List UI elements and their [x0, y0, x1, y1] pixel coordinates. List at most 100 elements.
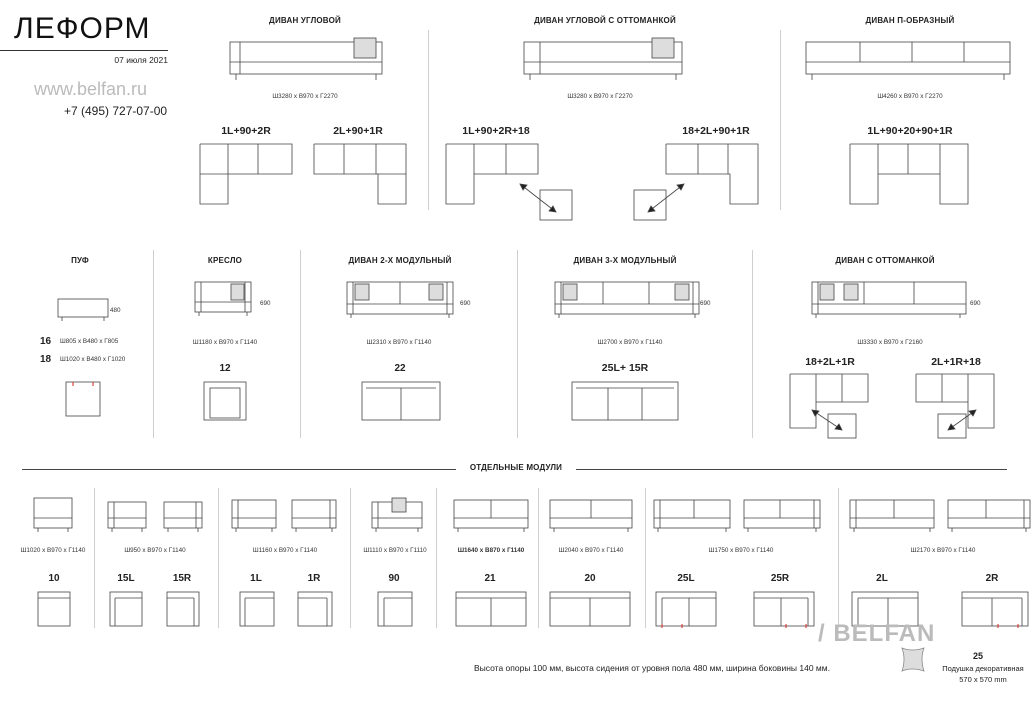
ottoman-sofa-dims: Ш3330 х В970 х Г2160 — [857, 339, 923, 346]
module-25L-plan — [655, 591, 717, 628]
sofa2-height: 690 — [460, 300, 471, 307]
cushion-label: Подушка декоративная — [942, 664, 1024, 673]
brand-date: 07 июля 2021 — [114, 55, 168, 65]
module-90-front — [371, 497, 423, 532]
module-21-plan — [455, 591, 527, 627]
module-2L-num: 2L — [876, 573, 888, 584]
module-25R-front — [743, 499, 821, 532]
ottoman-plan-2 — [915, 373, 995, 439]
corner-sofa-dims: Ш3280 х В970 х Г2270 — [272, 93, 338, 100]
module-10-front — [33, 497, 73, 532]
corner-sofa-front — [229, 37, 383, 80]
u-sofa-dims: Ш4260 х В970 х Г2270 — [877, 93, 943, 100]
config-2L-90-1R: 2L+90+1R — [333, 125, 383, 137]
cushion-num: 25 — [972, 651, 983, 661]
config-1L-90-2R-18: 1L+90+2R+18 — [462, 125, 530, 137]
brand-title: ЛЕФОРМ — [14, 12, 151, 45]
plan-ottoman-1 — [445, 143, 573, 221]
module-1-dims: Ш1160 х В970 х Г1140 — [252, 547, 318, 554]
divider — [94, 488, 95, 628]
corner-ottoman-front — [523, 37, 683, 80]
module-25L-front — [653, 499, 731, 532]
module-2R-plan — [961, 591, 1029, 628]
module-2L-plan — [851, 591, 919, 627]
sofa3-front — [554, 281, 700, 318]
module-1R-num: 1R — [307, 573, 321, 584]
module-25R-num: 25R — [770, 573, 790, 584]
config-1L-90-20-90-1R: 1L+90+20+90+1R — [867, 125, 953, 137]
module-2R-num: 2R — [985, 573, 999, 584]
brand-divider — [0, 50, 168, 51]
module-20-plan — [549, 591, 631, 627]
puf-16-num: 16 — [40, 336, 52, 347]
module-1L-plan — [239, 591, 275, 627]
puf-height: 480 — [110, 307, 121, 314]
module-20-num: 20 — [584, 573, 596, 584]
config-2L-1R-18: 2L+1R+18 — [931, 356, 981, 368]
config-18-2L-90-1R: 18+2L+90+1R — [682, 125, 750, 137]
divider — [350, 488, 351, 628]
plan-u-sofa — [849, 143, 969, 205]
puf-title: ПУФ — [71, 256, 89, 265]
module-15L-front — [107, 501, 147, 532]
config-1L-90-2R: 1L+90+2R — [221, 125, 271, 137]
sofa3-dims: Ш2700 х В970 х Г1140 — [597, 339, 663, 346]
module-90-plan — [377, 591, 413, 627]
divider — [436, 488, 437, 628]
module-21-dims: Ш1640 х В870 х Г1140 — [457, 547, 525, 554]
module-25R-plan — [753, 591, 815, 628]
module-90-dims: Ш1110 х В970 х Г1110 — [363, 547, 427, 554]
puf-18-dims: Ш1020 х В480 х Г1020 — [60, 356, 126, 363]
armchair-num: 12 — [219, 363, 231, 374]
armchair-front — [194, 281, 252, 316]
module-90-num: 90 — [388, 573, 400, 584]
module-15R-plan — [166, 591, 200, 627]
armchair-plan — [203, 381, 247, 421]
cushion-icon — [901, 647, 925, 672]
puf-front — [57, 298, 109, 321]
module-15L-num: 15L — [117, 573, 135, 584]
module-15L-plan — [109, 591, 143, 627]
sofa2-plan — [361, 381, 441, 421]
module-2R-front — [947, 499, 1031, 532]
module-2-dims: Ш2170 х В970 х Г1140 — [910, 547, 976, 554]
divider — [153, 250, 154, 438]
module-10-plan — [37, 591, 71, 627]
puf-16-dims: Ш805 х В480 х Г805 — [60, 338, 119, 345]
module-25L-num: 25L — [677, 573, 695, 584]
ottoman-sofa-height: 690 — [970, 300, 981, 307]
sofa2-title: ДИВАН 2-х МОДУЛЬНЫЙ — [348, 256, 452, 265]
module-1R-front — [291, 499, 337, 532]
module-15R-num: 15R — [172, 573, 192, 584]
brand-phone: +7 (495) 727-07-00 — [64, 104, 168, 118]
corner-ottoman-title: ДИВАН УГЛОВОЙ С ОТТОМАНКОЙ — [534, 16, 676, 25]
sofa3-num: 25L+ 15R — [601, 362, 649, 374]
module-21-front — [453, 499, 529, 532]
armchair-title: КРЕСЛО — [207, 256, 243, 265]
logo-slash-icon: / — [818, 620, 834, 647]
ottoman-plan-1 — [789, 373, 869, 439]
divider — [517, 250, 518, 438]
divider — [428, 30, 429, 210]
brand-site[interactable]: www.belfan.ru — [34, 79, 148, 99]
plan-ottoman-2 — [633, 143, 759, 221]
divider — [752, 250, 753, 438]
ottoman-sofa-title: ДИВАН С ОТТОМАНКОЙ — [835, 256, 935, 265]
divider — [780, 30, 781, 210]
u-sofa-title: ДИВАН П-ОБРАЗНЫЙ — [865, 16, 955, 25]
module-21-num: 21 — [484, 573, 496, 584]
divider — [645, 488, 646, 628]
module-15-dims: Ш950 х В970 х Г1140 — [124, 547, 186, 554]
plan-corner-2 — [313, 143, 407, 205]
ottoman-sofa-front — [811, 281, 967, 318]
divider — [300, 250, 301, 438]
footer-logo[interactable]: / BELFAN — [818, 620, 936, 647]
divider — [218, 488, 219, 628]
module-1R-plan — [297, 591, 333, 627]
cushion-size: 570 х 570 mm — [959, 675, 1007, 684]
module-20-front — [549, 499, 633, 532]
puf-18-num: 18 — [40, 354, 52, 365]
corner-sofa-title: ДИВАН УГЛОВОЙ — [269, 16, 341, 25]
sofa2-num: 22 — [394, 363, 406, 374]
plan-corner-1 — [199, 143, 293, 205]
